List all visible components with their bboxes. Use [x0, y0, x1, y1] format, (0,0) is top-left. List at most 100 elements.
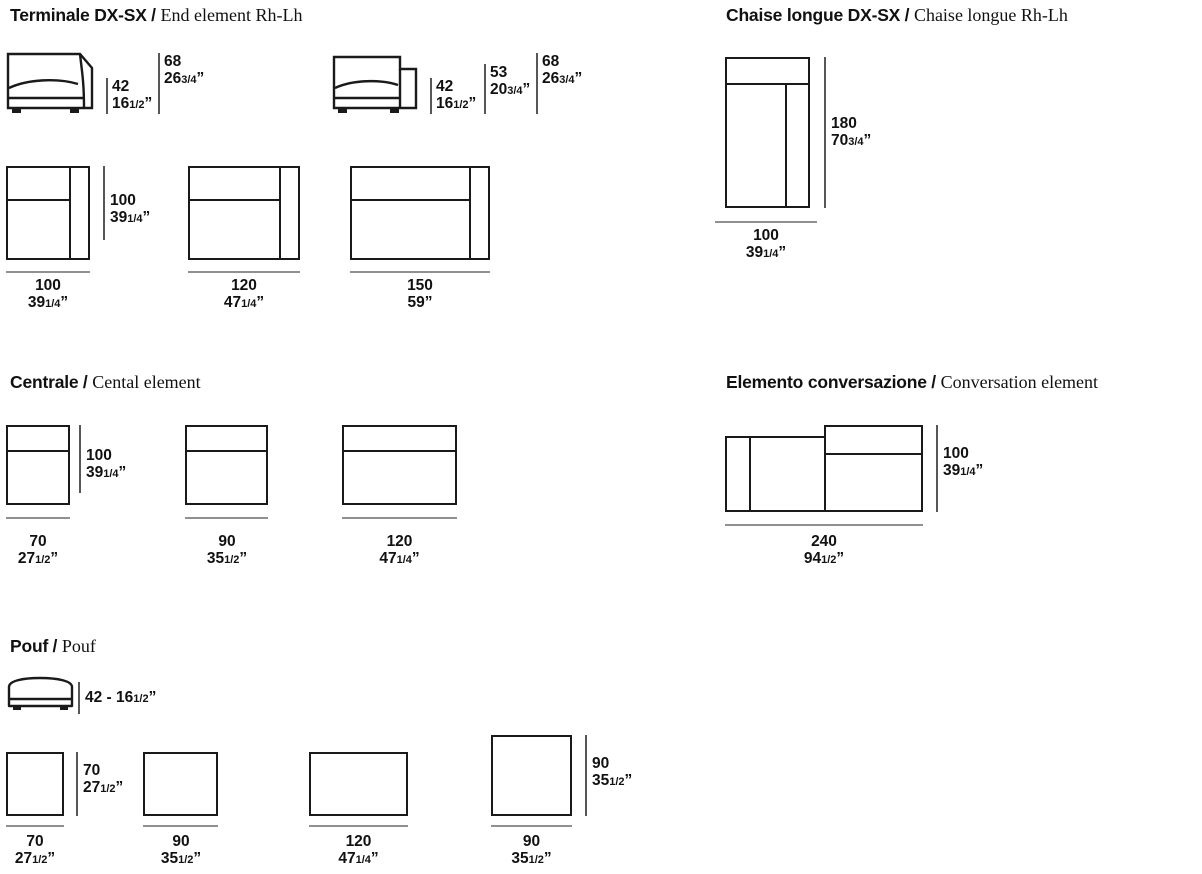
dim-leader-53 — [484, 64, 486, 114]
section-title-en: Pouf — [61, 636, 96, 656]
section-title-chaise: Chaise longue DX-SX / Chaise longue Rh-L… — [726, 6, 1068, 25]
section-title-it: Pouf — [10, 636, 49, 656]
dim-leader-depth-180 — [824, 57, 826, 208]
dim-depth-pouf-90: 90 351/2” — [592, 755, 633, 790]
dim-depth-pouf-70: 70 271/2” — [83, 762, 124, 797]
dim-leader-68-right — [536, 53, 538, 114]
pouf-plan-90x90 — [491, 735, 572, 816]
dim-height-42-left: 42 161/2” — [112, 78, 153, 113]
section-title-separator: / — [52, 636, 58, 656]
plan-left-block — [725, 436, 826, 512]
backrest-divider — [185, 450, 268, 453]
dim-height-42-right: 42 161/2” — [436, 78, 477, 113]
centrale-plan-90 — [185, 425, 268, 505]
section-title-pouf: Pouf / Pouf — [10, 637, 96, 656]
dim-leader-pouf-height — [78, 682, 80, 714]
dim-leader-depth-100 — [103, 166, 105, 240]
dim-width-terminale-120: 120 471/4” — [223, 277, 265, 312]
plan-outline — [6, 425, 70, 505]
dim-leader-42-left — [106, 78, 108, 114]
plan-outline — [6, 752, 64, 816]
section-title-en: Cental element — [92, 372, 201, 392]
plan-outline — [350, 166, 490, 260]
section-title-separator: / — [151, 5, 157, 25]
dim-height-68-left: 68 263/4” — [164, 53, 205, 88]
armrest-divider — [69, 166, 72, 260]
dim-rule-pouf-90 — [143, 825, 218, 827]
backrest-divider — [6, 450, 70, 453]
backrest-divider — [350, 199, 470, 202]
dim-leader-42-right — [430, 78, 432, 114]
terminale-plan-100 — [6, 166, 90, 260]
dim-depth-chaise: 180 703/4” — [831, 115, 872, 150]
dim-width-pouf-70: 70 271/2” — [14, 833, 56, 868]
plan-outline — [6, 166, 90, 260]
dim-height-53: 53 203/4” — [490, 64, 531, 99]
plan-outline — [185, 425, 268, 505]
section-title-terminale: Terminale DX-SX / End element Rh-Lh — [10, 6, 302, 25]
armrest-divider — [749, 436, 752, 512]
armrest-divider — [279, 166, 282, 260]
dim-rule-width-120 — [188, 271, 300, 273]
pouf-elev — [6, 675, 78, 711]
centrale-plan-70 — [6, 425, 70, 505]
dim-rule-width-70 — [6, 517, 70, 519]
plan-outline — [725, 57, 810, 208]
dim-width-pouf-90x90: 90 351/2” — [511, 833, 552, 868]
dim-width-conversazione: 240 941/2” — [803, 533, 845, 568]
pouf-plan-90x70 — [143, 752, 218, 816]
terminale-plan-150 — [350, 166, 490, 260]
section-title-en: Chaise longue Rh-Lh — [913, 5, 1068, 25]
plan-outline — [491, 735, 572, 816]
centrale-plan-120 — [342, 425, 457, 505]
dim-rule-pouf-90x90 — [491, 825, 572, 827]
dim-rule-pouf-120 — [309, 825, 408, 827]
plan-outline — [143, 752, 218, 816]
pouf-plan-120x70 — [309, 752, 408, 816]
pouf-plan-70x70 — [6, 752, 64, 816]
dim-rule-width-chaise — [715, 221, 817, 223]
dim-rule-width-conv — [725, 524, 923, 526]
dim-height-pouf: 42 - 161/2” — [85, 689, 157, 706]
conversazione-plan — [725, 425, 923, 512]
section-title-separator: / — [931, 372, 937, 392]
section-title-it: Elemento conversazione — [726, 372, 927, 392]
dim-width-centrale-120: 120 471/4” — [379, 533, 420, 568]
section-title-separator: / — [82, 372, 88, 392]
backrest-divider — [824, 453, 923, 456]
dim-leader-pouf-depth-90 — [585, 735, 587, 816]
dim-rule-width-150 — [350, 271, 490, 273]
section-title-separator: / — [904, 5, 910, 25]
end-elem-left-elev — [6, 50, 98, 118]
section-title-centrale: Centrale / Cental element — [10, 373, 201, 392]
terminale-plan-120 — [188, 166, 300, 260]
section-title-en: End element Rh-Lh — [160, 5, 303, 25]
dim-depth-centrale: 100 391/4” — [86, 447, 127, 482]
section-title-en: Conversation element — [940, 372, 1099, 392]
dim-width-terminale-100: 100 391/4” — [27, 277, 69, 312]
dim-depth-conversazione: 100 391/4” — [943, 445, 984, 480]
armrest-divider — [469, 166, 472, 260]
end-elem-right-elev — [332, 55, 424, 118]
dim-height-68-right: 68 263/4” — [542, 53, 583, 88]
section-title-conversazione: Elemento conversazione / Conversation el… — [726, 373, 1098, 392]
dim-width-pouf-90: 90 351/2” — [160, 833, 202, 868]
plan-outline — [342, 425, 457, 505]
section-title-it: Centrale — [10, 372, 79, 392]
dim-width-terminale-150: 150 59” — [407, 277, 433, 312]
plan-right-block — [824, 425, 923, 512]
plan-outline — [188, 166, 300, 260]
dim-rule-width-120c — [342, 517, 457, 519]
backrest-divider — [6, 199, 70, 202]
plan-outline — [309, 752, 408, 816]
dim-leader-pouf-depth-70 — [76, 752, 78, 816]
dim-width-centrale-70: 70 271/2” — [17, 533, 59, 568]
dim-leader-depth-centrale — [79, 425, 81, 493]
section-title-it: Chaise longue DX-SX — [726, 5, 901, 25]
dim-width-pouf-120: 120 471/4” — [338, 833, 379, 868]
dim-leader-depth-conv — [936, 425, 938, 512]
dim-leader-68-left — [158, 53, 160, 114]
section-title-it: Terminale DX-SX — [10, 5, 147, 25]
dim-width-centrale-90: 90 351/2” — [206, 533, 248, 568]
